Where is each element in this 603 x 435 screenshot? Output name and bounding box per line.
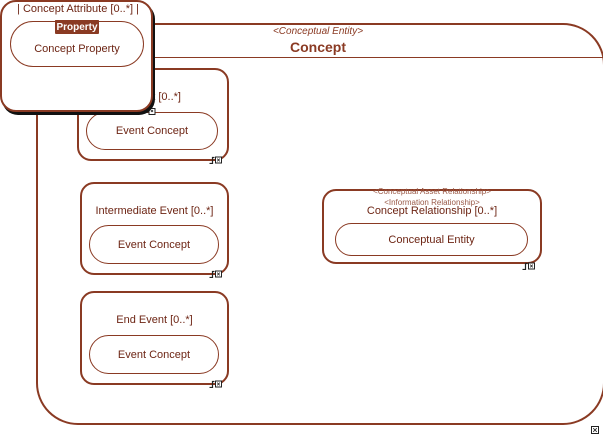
concept-title: Concept bbox=[290, 39, 346, 55]
concept-attribute-title: | Concept Attribute [0..*] | bbox=[17, 3, 139, 15]
relationship-stereotype-2: <Information Relationship> bbox=[384, 198, 480, 207]
expand-marker-icon[interactable] bbox=[143, 108, 156, 116]
end-event-concept-pill[interactable]: Event Concept bbox=[89, 335, 219, 374]
intermediate-event-concept-pill[interactable]: Event Concept bbox=[89, 225, 219, 264]
concept-header-divider bbox=[150, 57, 603, 58]
relationship-stereotype-1: <Conceptual Asset Relationship> bbox=[373, 187, 491, 196]
concept-stereotype: <Conceptual Entity> bbox=[272, 26, 364, 37]
property-tab-label[interactable]: Property bbox=[55, 20, 99, 34]
expand-marker-icon[interactable] bbox=[209, 380, 222, 388]
corner-marker-icon[interactable] bbox=[591, 426, 600, 435]
conceptual-entity-pill[interactable]: Conceptual Entity bbox=[335, 223, 528, 256]
expand-marker-icon[interactable] bbox=[209, 270, 222, 278]
start-event-concept-pill[interactable]: Event Concept bbox=[86, 112, 218, 150]
intermediate-event-title: Intermediate Event [0..*] bbox=[95, 205, 214, 217]
concept-relationship-title: Concept Relationship [0..*] bbox=[366, 205, 498, 217]
expand-marker-icon[interactable] bbox=[522, 262, 535, 270]
expand-marker-icon[interactable] bbox=[209, 156, 222, 164]
end-event-title: End Event [0..*] bbox=[116, 314, 193, 326]
concept-property-label: Concept Property bbox=[34, 43, 120, 55]
